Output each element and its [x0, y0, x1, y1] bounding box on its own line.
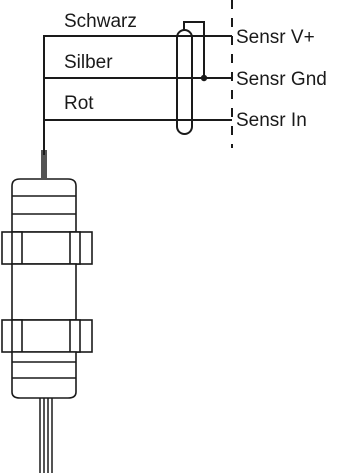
cable-shield — [176, 29, 193, 135]
connector-bottom-cap — [11, 351, 77, 399]
shield-ground-junction — [200, 74, 208, 82]
wire-black — [43, 35, 232, 155]
connector-cable — [41, 150, 47, 178]
connector-top-cap — [11, 178, 77, 233]
terminal-label-input: Sensr In — [236, 110, 307, 131]
shield-drain-wire — [183, 21, 205, 78]
wire-bundle — [43, 35, 232, 155]
terminal-label-gnd: Sensr Gnd — [236, 69, 327, 90]
wire-label-silver: Silber — [64, 52, 113, 73]
terminal-label-v-plus: Sensr V+ — [236, 27, 315, 48]
connector-lower-leads — [39, 398, 53, 473]
wire-label-black: Schwarz — [64, 11, 137, 32]
sensor-connector — [1, 178, 93, 399]
connector-mid-body — [11, 263, 77, 321]
wire-label-red: Rot — [64, 93, 94, 114]
